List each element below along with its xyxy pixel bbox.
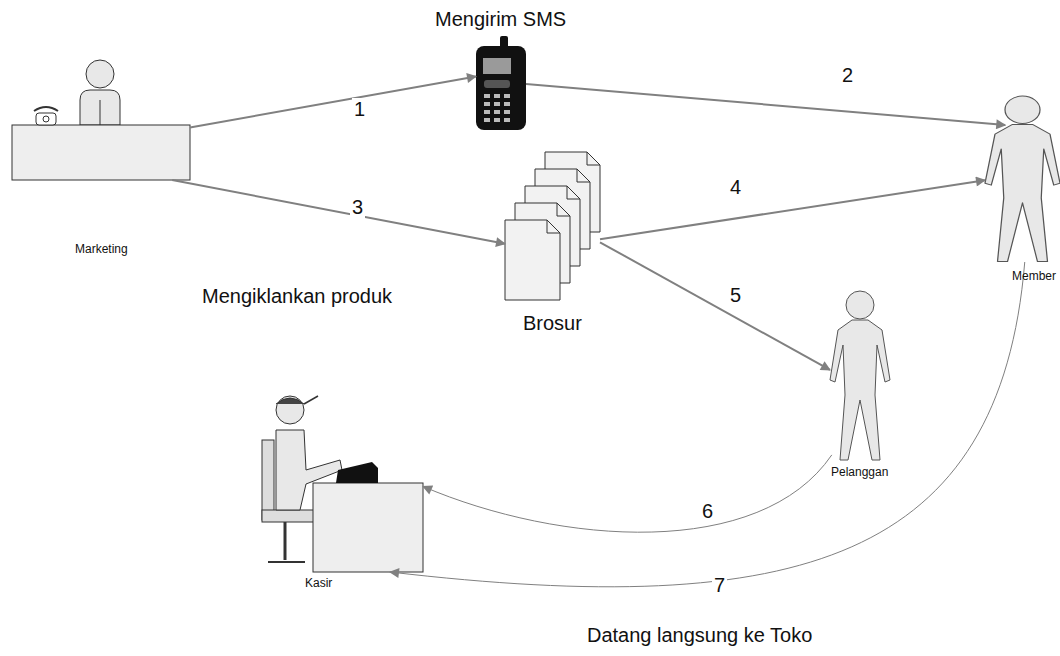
step-number: 2 — [840, 64, 855, 86]
flow-arrow — [190, 76, 476, 127]
step-number: 7 — [712, 574, 727, 596]
step-number: 6 — [700, 500, 715, 522]
step-number: 5 — [728, 284, 743, 306]
annotation: Datang langsung ke Toko — [585, 624, 814, 646]
marketing-figure — [12, 60, 190, 180]
cashier-figure — [262, 396, 423, 572]
phone-icon — [476, 36, 526, 130]
flow-arrow — [390, 262, 1025, 587]
marketing-node: Marketing — [12, 58, 190, 180]
flow-arrow — [600, 242, 830, 370]
member-figure — [985, 96, 1060, 262]
node-label: Marketing — [75, 243, 128, 256]
cashier-node: Kasir — [258, 390, 423, 572]
node-label: Kasir — [305, 577, 332, 590]
brochure-node: Brosur — [505, 152, 600, 300]
step-number: 3 — [350, 196, 365, 218]
step-number: 4 — [728, 176, 743, 198]
flow-arrow — [423, 455, 832, 532]
member-node: Member — [985, 95, 1060, 262]
flow-arrow — [600, 180, 985, 239]
flow-arrow — [526, 84, 1005, 125]
customer-figure — [830, 291, 890, 460]
flow-arrow — [172, 180, 505, 244]
customer-node: Pelanggan — [830, 290, 890, 460]
node-label: Member — [1012, 270, 1056, 283]
node-label: Mengirim SMS — [435, 8, 566, 30]
node-label: Brosur — [523, 312, 582, 334]
brochure-stack — [505, 152, 600, 300]
step-number: 1 — [352, 98, 367, 120]
annotation: Mengiklankan produk — [200, 285, 394, 307]
phone-node: Mengirim SMS — [476, 36, 526, 130]
node-label: Pelanggan — [831, 466, 888, 479]
